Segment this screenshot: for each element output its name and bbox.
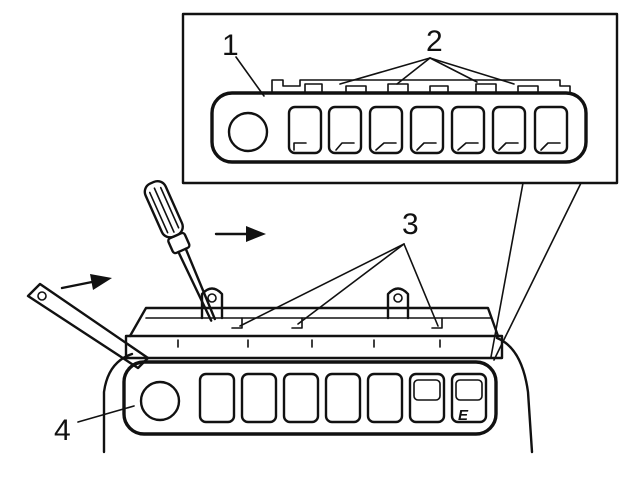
dashboard-face-strip — [124, 334, 504, 360]
dashboard-upper-housing — [128, 306, 500, 338]
inset-switch-panel — [210, 91, 588, 164]
inset-switch-buttons — [287, 105, 569, 155]
callout-4-label: 4 — [54, 414, 71, 447]
inset-retaining-clips — [304, 83, 539, 94]
installed-switch-buttons — [198, 372, 488, 424]
inset-frame — [181, 12, 619, 185]
installed-switch-panel — [122, 360, 498, 436]
callout-2-label: 2 — [426, 25, 443, 58]
magnify-leader-right — [493, 182, 582, 361]
callout-1-label: 1 — [222, 29, 239, 62]
dashboard-clip-slots — [231, 317, 443, 329]
dashboard-outer-contour — [102, 352, 134, 454]
pry-tool-icon — [26, 282, 150, 370]
inset-round-knob — [227, 111, 269, 153]
button-glyph-e: E — [458, 407, 469, 424]
housing-mount-bosses — [200, 287, 410, 320]
inset-clip-rail — [271, 79, 571, 94]
installed-round-knob — [139, 380, 181, 422]
detail-inset: 1 2 — [181, 12, 619, 361]
dashboard-assembly: E 3 4 — [54, 208, 534, 454]
push-direction-arrow-upper — [214, 226, 266, 242]
callout-3-label: 3 — [402, 208, 419, 241]
screwdriver-icon — [143, 179, 217, 322]
push-direction-arrow-lower — [60, 274, 112, 290]
